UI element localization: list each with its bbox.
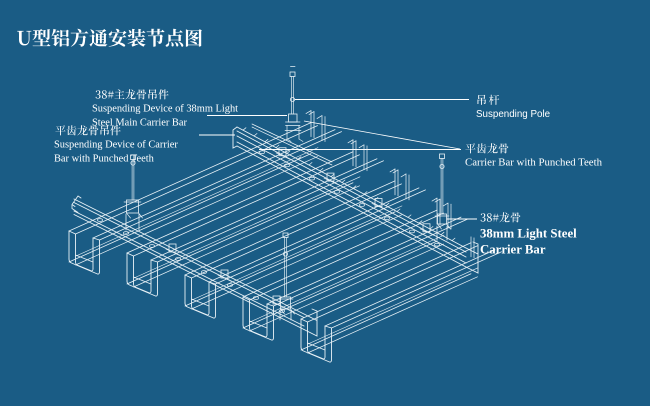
svg-text:Suspending Device of Carrier: Suspending Device of Carrier [54,140,178,151]
svg-text:Suspending Device of 38mm Ligh: Suspending Device of 38mm Light [92,104,238,115]
svg-text:Bar with Punched Teeth: Bar with Punched Teeth [54,154,155,165]
svg-text:Suspending Pole: Suspending Pole [476,109,551,120]
svg-text:38mm Light Steel: 38mm Light Steel [480,227,577,241]
svg-text:Carrier Bar: Carrier Bar [480,243,546,257]
svg-text:Steel Main Carrier Bar: Steel Main Carrier Bar [92,118,187,129]
svg-text:Carrier Bar with Punched Teeth: Carrier Bar with Punched Teeth [465,157,603,169]
